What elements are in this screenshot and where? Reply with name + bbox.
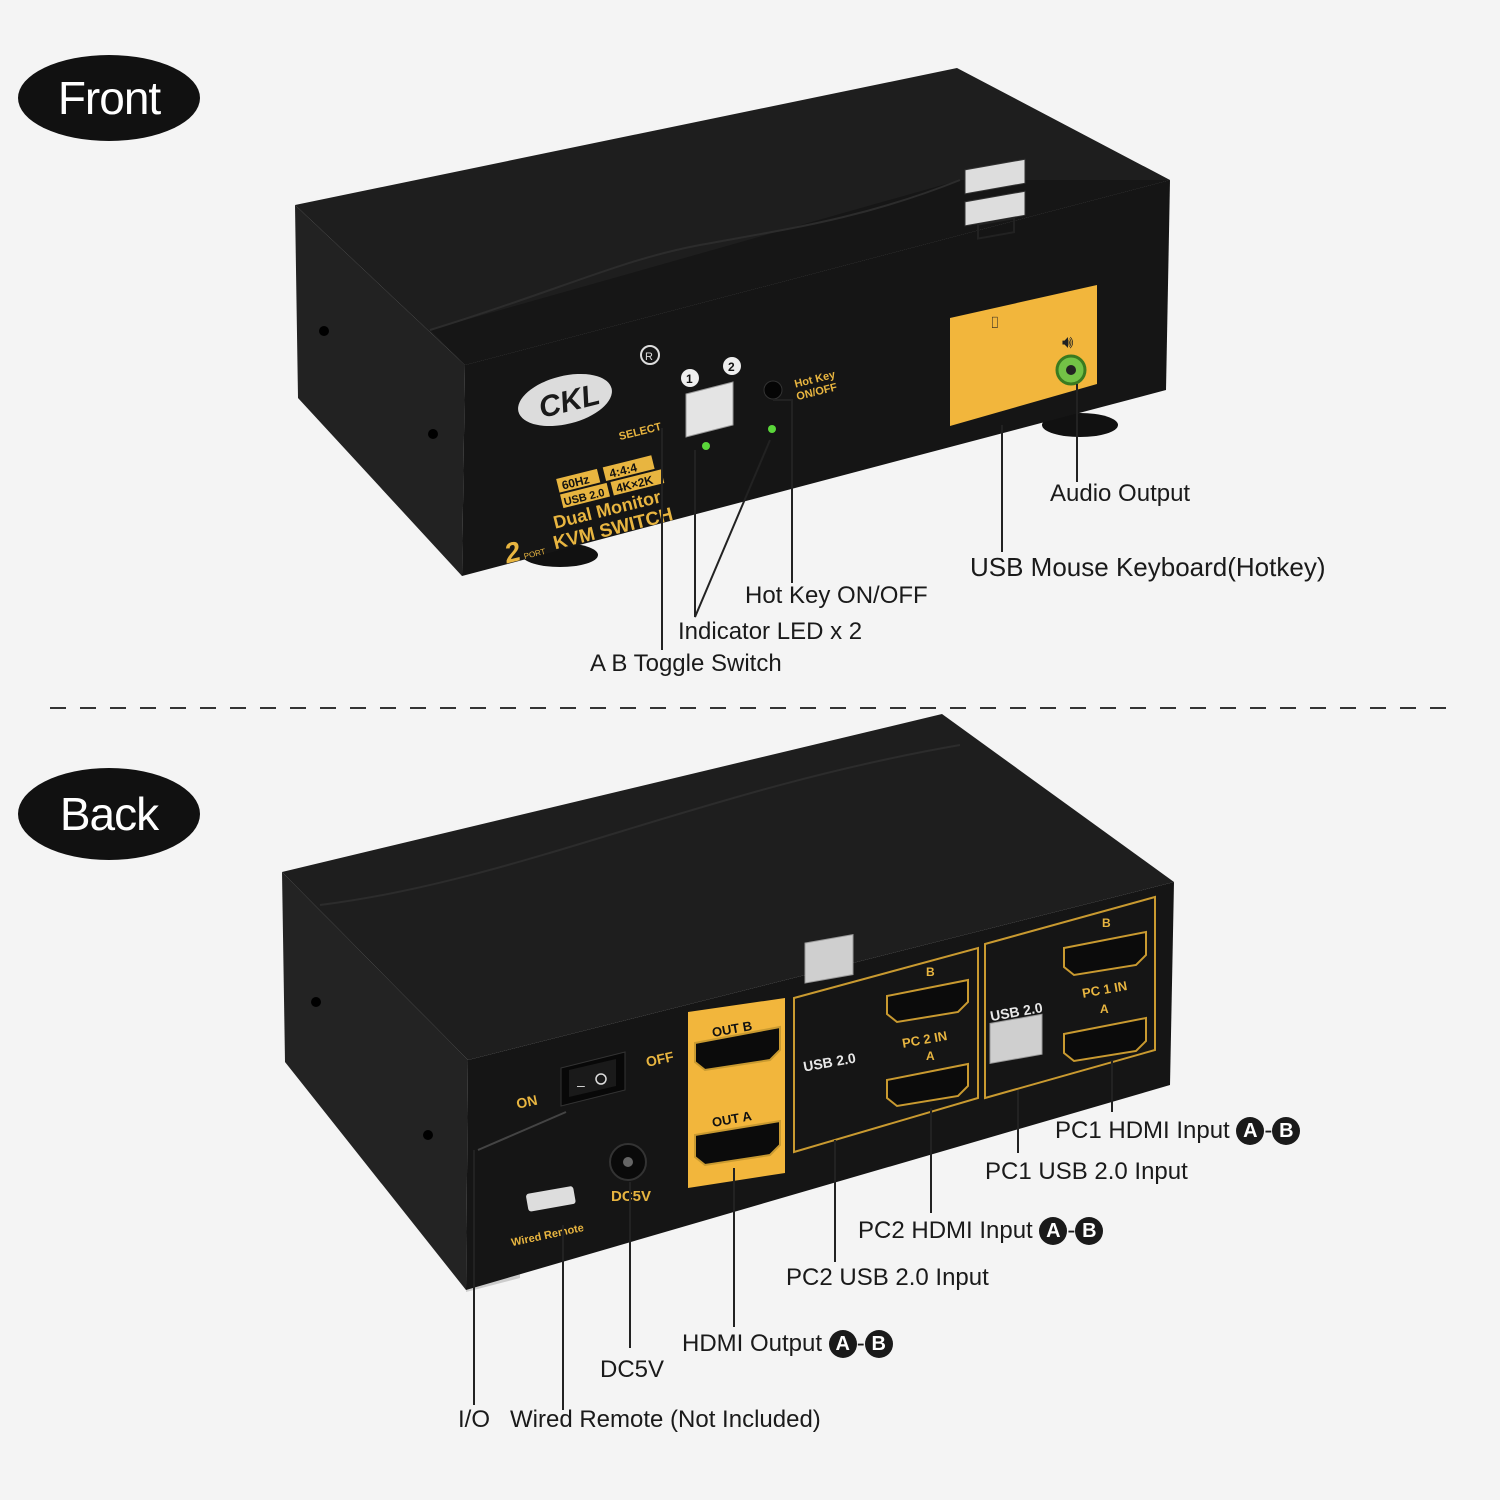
callout-pc2-usb: PC2 USB 2.0 Input <box>786 1264 989 1291</box>
pc2-port-b: B <box>926 965 935 979</box>
badge-60hz: 60Hz <box>560 472 591 492</box>
callout-pc1-usb: PC1 USB 2.0 Input <box>985 1158 1188 1185</box>
led-2-icon <box>768 425 776 433</box>
callout-indicator-led: Indicator LED x 2 <box>678 618 863 645</box>
callout-usb-mouse-keyboard: USB Mouse Keyboard(Hotkey) <box>970 552 1326 582</box>
port-number-2: 2 <box>728 360 735 374</box>
badge-a-icon: A <box>1039 1217 1068 1245</box>
back-label-text: Back <box>59 788 159 840</box>
callout-audio-output: Audio Output <box>1050 480 1191 507</box>
callout-hdmi-output-text: HDMI Output <box>682 1330 823 1357</box>
pc2-usb-port[interactable] <box>804 934 854 984</box>
callout-hdmi-output: HDMI Output A-B <box>682 1330 893 1358</box>
hdmi-out-b[interactable] <box>694 1025 781 1072</box>
callout-pc1-hdmi: PC1 HDMI Input A-B <box>1055 1117 1301 1145</box>
badge-a-icon: A <box>828 1330 857 1358</box>
pc1-group-frame <box>984 895 1156 1100</box>
badge-dash: - <box>1264 1117 1273 1144</box>
wired-remote-port[interactable] <box>526 1186 576 1212</box>
on-label: ON <box>515 1092 539 1112</box>
front-leader-lines <box>661 384 1078 650</box>
badge-dash: - <box>856 1330 865 1357</box>
port-number-1: 1 <box>686 372 693 386</box>
pc1-hdmi-b[interactable] <box>1063 930 1147 977</box>
dc-label: DC5V <box>611 1188 651 1205</box>
pc2-hdmi-a[interactable] <box>886 1062 969 1108</box>
front-device: CKL R 1 2 SELECT Hot Key ON/OFF 60Hz <box>295 68 1170 576</box>
keyboard-icon <box>977 217 1015 240</box>
pc1-usb-port[interactable] <box>989 1013 1043 1065</box>
front-label-text: Front <box>57 72 161 124</box>
badge-a-icon: A <box>1236 1117 1265 1145</box>
callout-hot-key: Hot Key ON/OFF <box>745 582 928 609</box>
pc1-port-a: A <box>1100 1002 1109 1016</box>
pc2-port-a: A <box>926 1049 935 1063</box>
mouse-icon: ⌷ <box>990 315 1000 332</box>
callout-pc2-hdmi: PC2 HDMI Input A-B <box>858 1217 1104 1245</box>
callout-toggle-switch: A B Toggle Switch <box>590 650 782 677</box>
svg-text:–: – <box>577 1077 585 1093</box>
svg-text:R: R <box>645 351 653 363</box>
pc1-hdmi-a[interactable] <box>1063 1016 1147 1063</box>
badge-b-icon: B <box>1272 1117 1301 1145</box>
out-a-label: OUT A <box>711 1108 754 1130</box>
hotkey-button[interactable] <box>763 380 783 400</box>
back-device: – ON OFF Wired Remote DC5V OUT B OUT A U… <box>282 714 1174 1292</box>
usb-port-mouse[interactable] <box>964 158 1026 195</box>
hdmi-out-a[interactable] <box>694 1119 781 1167</box>
front-section-label: Front <box>18 55 200 141</box>
off-label: OFF <box>644 1048 675 1070</box>
pc2-hdmi-b[interactable] <box>886 978 969 1024</box>
callout-pc2-hdmi-text: PC2 HDMI Input <box>858 1217 1033 1244</box>
callout-dc5v: DC5V <box>600 1356 665 1383</box>
badge-b-icon: B <box>1075 1217 1104 1245</box>
led-1-icon <box>702 442 710 450</box>
pc2-group-frame <box>793 946 979 1154</box>
port-count: 2 <box>500 535 524 569</box>
select-button[interactable] <box>685 381 734 438</box>
speaker-icon: 🔊︎ <box>1062 332 1073 352</box>
callout-pc1-hdmi-text: PC1 HDMI Input <box>1055 1117 1230 1144</box>
back-leader-lines <box>473 1060 1113 1410</box>
front-io-panel <box>950 285 1097 426</box>
badge-444: 4:4:4 <box>608 460 639 480</box>
pc1-port-b: B <box>1102 916 1111 930</box>
back-section-label: Back <box>18 768 200 860</box>
callout-io: I/O <box>458 1406 491 1433</box>
callout-wired-remote: Wired Remote (Not Included) <box>510 1406 821 1433</box>
badge-dash: - <box>1067 1217 1076 1244</box>
badge-b-icon: B <box>864 1330 893 1358</box>
